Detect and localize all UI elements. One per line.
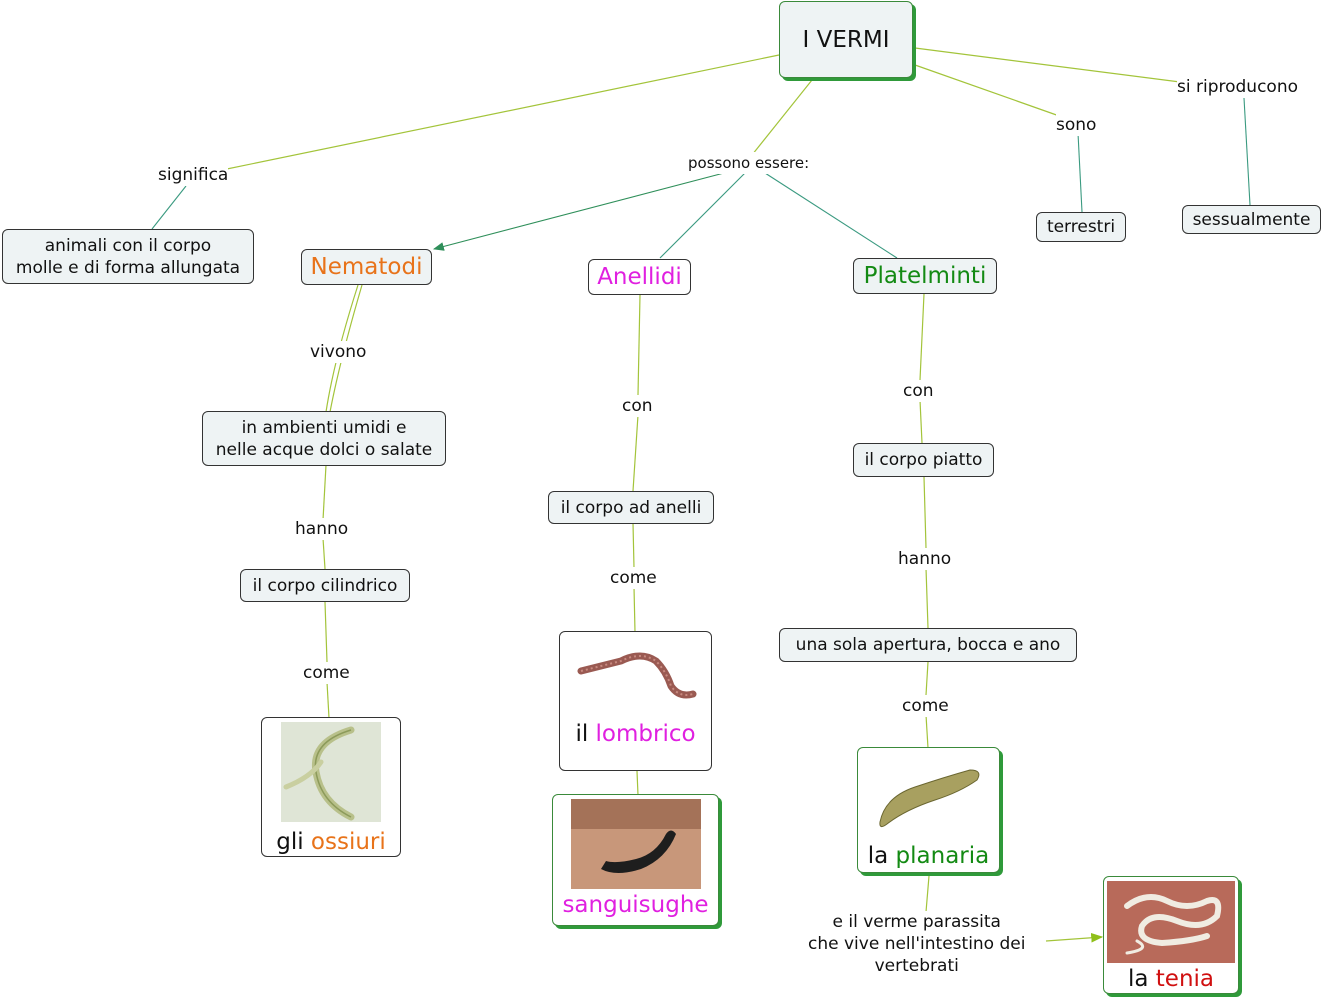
tenia-caption: la tenia	[1128, 965, 1214, 993]
sanguisughe-name: sanguisughe	[562, 892, 709, 918]
corpo-piatto-label: il corpo piatto	[864, 450, 983, 470]
terrestri-node[interactable]: terrestri	[1036, 212, 1126, 242]
lombrico-image	[570, 636, 701, 706]
root-title: I VERMI	[802, 26, 890, 53]
platelminti-label: Platelminti	[863, 263, 987, 289]
ossiuri-caption: gli ossiuri	[276, 828, 386, 856]
planaria-image	[864, 752, 993, 840]
apertura-node[interactable]: una sola apertura, bocca e ano	[779, 628, 1077, 662]
definition-node[interactable]: animali con il corpo molle e di forma al…	[2, 229, 254, 284]
sanguisughe-image	[570, 799, 701, 889]
planaria-caption: la planaria	[868, 842, 990, 870]
nematodi-node[interactable]: Nematodi	[301, 249, 432, 285]
parassita-line-3: vertebrati	[874, 956, 959, 976]
apertura-label: una sola apertura, bocca e ano	[795, 635, 1061, 655]
anellidi-label: Anellidi	[597, 264, 682, 290]
link-label-significa: significa	[158, 164, 229, 186]
tenia-node[interactable]: la tenia	[1103, 876, 1239, 994]
anellidi-node[interactable]: Anellidi	[588, 259, 691, 295]
sanguisughe-node[interactable]: sanguisughe	[552, 794, 719, 926]
parassita-line-2: che vive nell'intestino dei	[808, 934, 1026, 954]
link-label-con-platelminti: con	[903, 380, 934, 402]
corpo-cilindrico-node[interactable]: il corpo cilindrico	[240, 569, 410, 602]
corpo-anelli-label: il corpo ad anelli	[560, 497, 702, 518]
planaria-node[interactable]: la planaria	[857, 747, 1000, 873]
link-label-possono-essere: possono essere:	[688, 152, 810, 174]
link-label-come-platelminti: come	[902, 695, 949, 717]
ambienti-line-2: nelle acque dolci o salate	[215, 439, 433, 460]
definition-line-1: animali con il corpo	[44, 235, 212, 256]
lombrico-name: lombrico	[595, 721, 696, 747]
sessualmente-node[interactable]: sessualmente	[1182, 205, 1321, 234]
corpo-piatto-node[interactable]: il corpo piatto	[853, 443, 994, 477]
tenia-name: tenia	[1155, 966, 1215, 992]
link-label-vivono: vivono	[310, 341, 367, 363]
parassita-line-1: e il verme parassita	[832, 912, 1001, 932]
link-label-hanno-platelminti: hanno	[898, 548, 952, 570]
root-node[interactable]: I VERMI	[779, 1, 913, 78]
ambienti-node[interactable]: in ambienti umidi e nelle acque dolci o …	[202, 411, 446, 466]
planaria-name: planaria	[895, 843, 990, 869]
lombrico-prefix: il	[575, 721, 589, 747]
planaria-prefix: la	[867, 843, 889, 869]
link-label-come-anellidi: come	[610, 567, 657, 589]
link-label-con-anellidi: con	[622, 395, 653, 417]
link-label-parassita: e il verme parassita che vive nell'intes…	[808, 911, 1026, 977]
nematodi-label: Nematodi	[310, 254, 423, 280]
corpo-anelli-node[interactable]: il corpo ad anelli	[548, 491, 714, 524]
ossiuri-image	[281, 722, 381, 822]
sanguisughe-caption: sanguisughe	[562, 891, 708, 919]
link-label-si-riproducono: si riproducono	[1177, 76, 1298, 98]
tenia-image	[1107, 881, 1235, 963]
platelminti-node[interactable]: Platelminti	[853, 258, 997, 294]
ossiuri-name: ossiuri	[310, 829, 386, 855]
link-label-come-nematodi: come	[303, 662, 350, 684]
lombrico-caption: il lombrico	[575, 720, 695, 748]
ossiuri-prefix: gli	[276, 829, 304, 855]
definition-line-2: molle e di forma allungata	[15, 257, 241, 278]
corpo-cilindrico-label: il corpo cilindrico	[252, 575, 398, 596]
sessualmente-label: sessualmente	[1192, 209, 1311, 230]
terrestri-label: terrestri	[1046, 217, 1116, 237]
ambienti-line-1: in ambienti umidi e	[241, 417, 407, 438]
tenia-prefix: la	[1127, 966, 1149, 992]
lombrico-node[interactable]: il lombrico	[559, 631, 712, 771]
ossiuri-node[interactable]: gli ossiuri	[261, 717, 401, 857]
link-label-sono: sono	[1056, 114, 1097, 136]
link-label-hanno-nematodi: hanno	[295, 518, 349, 540]
